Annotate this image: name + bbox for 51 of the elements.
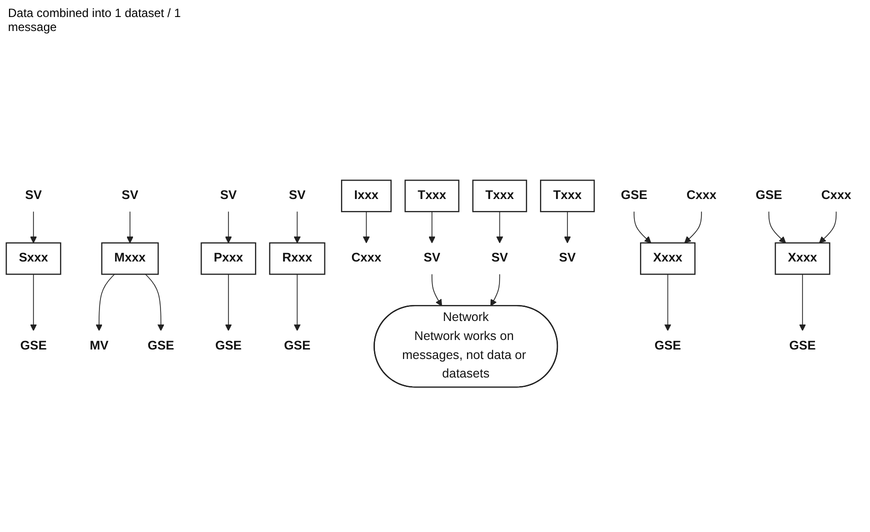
arrow bbox=[145, 274, 164, 332]
node-text: GSE bbox=[148, 340, 174, 353]
node-box: Txxx bbox=[540, 180, 595, 213]
arrow bbox=[432, 274, 442, 307]
node-text: SV bbox=[491, 252, 508, 266]
arrow bbox=[294, 212, 301, 244]
node-text: GSE bbox=[789, 340, 816, 353]
node-box: Rxxx bbox=[269, 242, 326, 276]
arrow bbox=[30, 274, 37, 332]
note-text: Data combined into 1 dataset / 1 message bbox=[8, 6, 182, 34]
node-text: GSE bbox=[654, 340, 682, 353]
arrow bbox=[126, 212, 134, 244]
node-text: MV bbox=[90, 340, 108, 353]
arrow bbox=[799, 274, 806, 332]
arrow bbox=[96, 274, 115, 332]
arrow bbox=[768, 212, 786, 244]
node-text: SV bbox=[25, 189, 42, 203]
node-text: Cxxx bbox=[351, 252, 382, 266]
arrow bbox=[224, 274, 232, 332]
arrow bbox=[224, 212, 232, 244]
arrow bbox=[664, 274, 672, 332]
node-text: SV bbox=[559, 252, 576, 266]
node-box: Xxxx bbox=[640, 242, 696, 276]
arrow bbox=[428, 212, 436, 244]
node-text: GSE bbox=[756, 189, 782, 203]
node-text: GSE bbox=[284, 340, 310, 353]
arrow bbox=[362, 212, 370, 244]
node-box: Mxxx bbox=[101, 242, 159, 276]
arrow bbox=[564, 212, 571, 244]
node-box: Txxx bbox=[472, 180, 528, 213]
node-box: Xxxx bbox=[774, 242, 830, 276]
node-text: GSE bbox=[620, 189, 648, 203]
arrow bbox=[634, 212, 652, 244]
arrow bbox=[684, 212, 702, 244]
node-text: SV bbox=[220, 189, 237, 203]
arrow bbox=[490, 274, 500, 307]
node-text: SV bbox=[424, 252, 440, 266]
arrow bbox=[819, 212, 837, 244]
arrow bbox=[30, 212, 37, 244]
node-text: GSE bbox=[20, 340, 47, 353]
node-text: SV bbox=[122, 189, 138, 203]
node-box: Ixxx bbox=[341, 180, 392, 213]
node-text: Cxxx bbox=[686, 189, 716, 203]
arrow bbox=[294, 274, 301, 332]
node-box: Pxxx bbox=[200, 242, 256, 276]
node-text: Cxxx bbox=[821, 189, 852, 203]
node-box: Sxxx bbox=[6, 242, 62, 276]
node-text: GSE bbox=[215, 340, 242, 353]
node-text: SV bbox=[288, 189, 306, 203]
arrow bbox=[496, 212, 504, 244]
node-box: Txxx bbox=[404, 180, 460, 213]
